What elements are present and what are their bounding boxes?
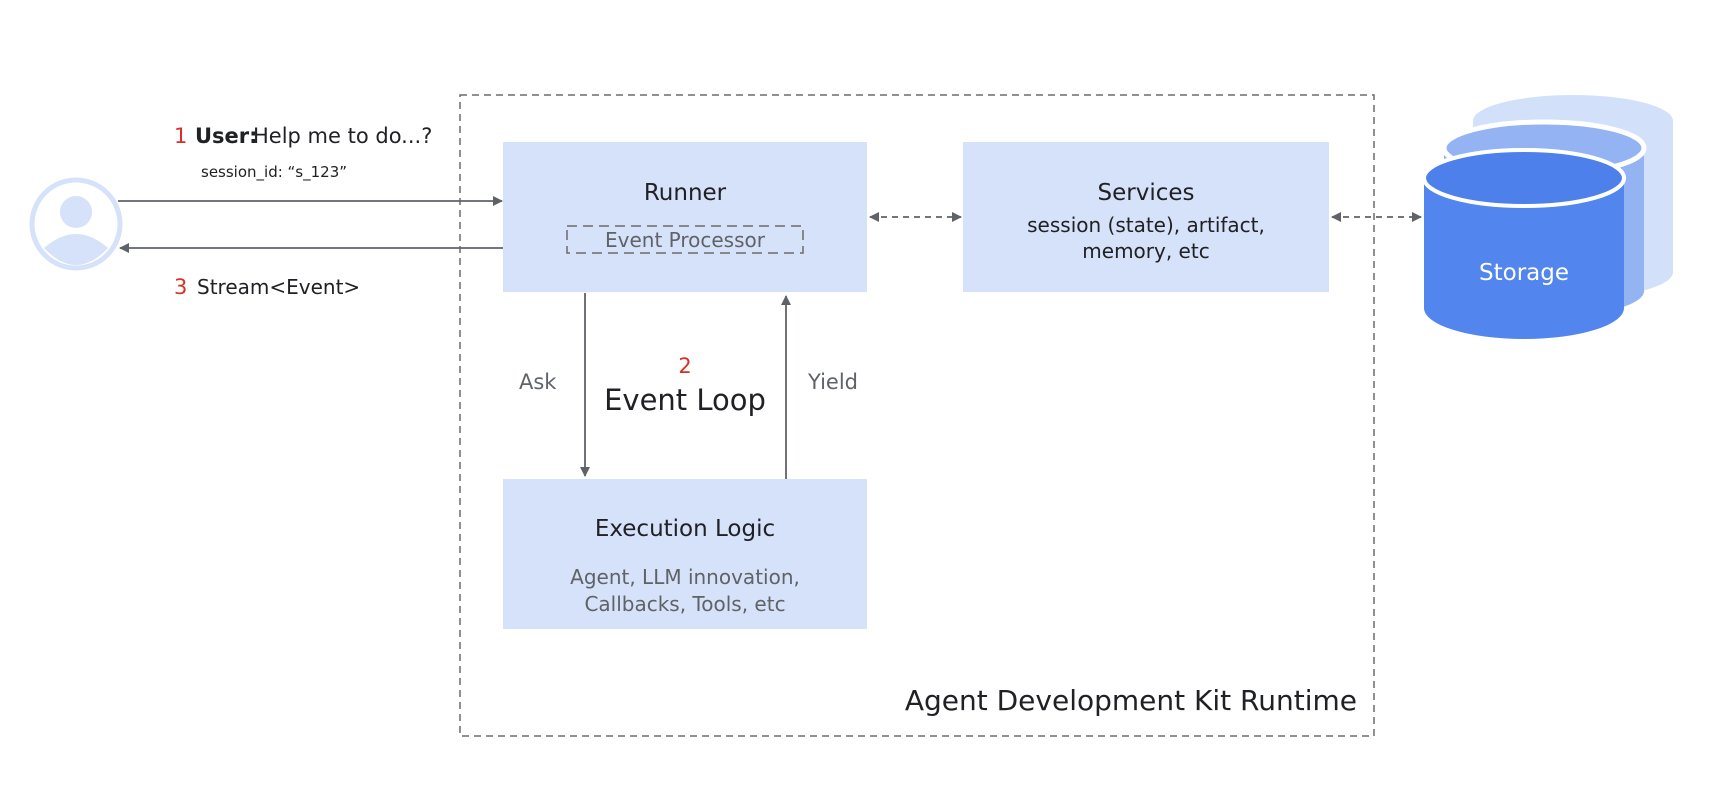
services-title: Services xyxy=(1098,180,1195,206)
step3-stream-text: Stream<Event> xyxy=(197,275,360,299)
step1-user-label: User: xyxy=(195,124,258,148)
runner-box: Runner Event Processor xyxy=(503,142,867,292)
runtime-label: Agent Development Kit Runtime xyxy=(905,684,1357,717)
event-loop-title: Event Loop xyxy=(604,383,766,417)
execution-logic-box: Execution Logic Agent, LLM innovation, C… xyxy=(503,479,867,629)
database-cylinder-icon: Storage xyxy=(1422,95,1673,339)
execution-line1: Agent, LLM innovation, xyxy=(570,565,800,589)
ask-label: Ask xyxy=(519,370,557,394)
runner-title: Runner xyxy=(644,180,727,206)
event-processor-box xyxy=(566,225,804,254)
services-box: Services session (state), artifact, memo… xyxy=(963,142,1329,292)
storage-label: Storage xyxy=(1479,260,1569,286)
yield-label: Yield xyxy=(807,370,858,394)
services-line1: session (state), artifact, xyxy=(1027,213,1265,237)
execution-line2: Callbacks, Tools, etc xyxy=(584,592,785,616)
execution-title: Execution Logic xyxy=(595,516,775,542)
step1-number: 1 xyxy=(174,124,187,148)
step2-number: 2 xyxy=(678,354,691,378)
event-processor-label: Event Processor xyxy=(605,228,766,252)
user-avatar-icon xyxy=(29,177,123,271)
step1-request-text: Help me to do...? xyxy=(253,124,432,148)
session-id-text: session_id: “s_123” xyxy=(201,163,347,182)
services-line2: memory, etc xyxy=(1082,239,1209,263)
step3-number: 3 xyxy=(174,275,187,299)
runtime-boundary xyxy=(459,94,1375,737)
